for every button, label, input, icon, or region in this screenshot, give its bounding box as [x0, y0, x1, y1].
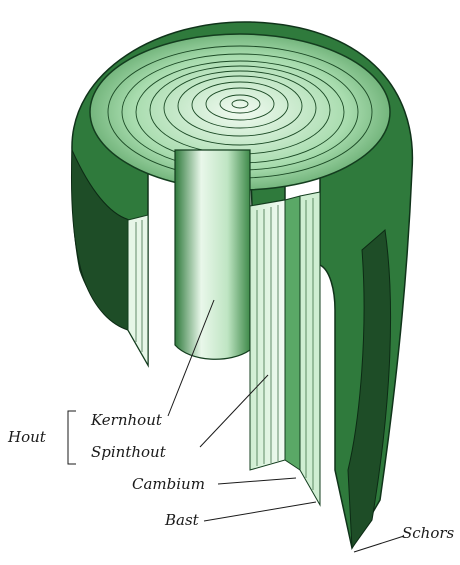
- bast-layer: [300, 192, 320, 505]
- cambium-layer: [285, 196, 300, 470]
- label-spinthout: Spinthout: [91, 445, 166, 460]
- left-cut-face: [128, 215, 148, 365]
- hout-bracket: [68, 411, 76, 464]
- leader-bast: [204, 502, 316, 521]
- label-schors: Schors: [402, 526, 454, 541]
- leader-cambium: [218, 478, 296, 484]
- sapwood-cut-face: [250, 200, 285, 470]
- label-cambium: Cambium: [132, 477, 205, 492]
- label-hout: Hout: [8, 430, 46, 445]
- label-bast: Bast: [165, 513, 199, 528]
- label-kernhout: Kernhout: [91, 413, 162, 428]
- leader-schors: [354, 536, 404, 552]
- heartwood-cylinder: [175, 150, 250, 359]
